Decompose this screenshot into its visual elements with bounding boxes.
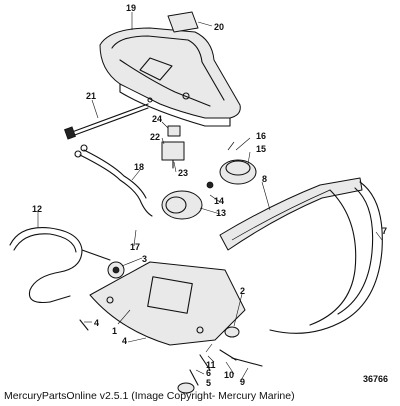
callout-19: 19 bbox=[126, 3, 136, 13]
leader-lines bbox=[37, 12, 383, 383]
callout-24: 24 bbox=[152, 114, 162, 124]
source-caption: MercuryPartsOnline v2.5.1 (Image Copyrig… bbox=[4, 390, 295, 402]
pulley bbox=[107, 261, 125, 279]
callout-10: 10 bbox=[224, 370, 234, 380]
coupler-knob bbox=[219, 141, 257, 185]
washer bbox=[224, 326, 240, 338]
callout-20: 20 bbox=[214, 22, 224, 32]
mounting-bracket bbox=[89, 261, 246, 346]
callout-labels: 19 20 21 24 22 23 16 15 18 14 13 8 7 12 … bbox=[32, 3, 387, 388]
callout-17: 17 bbox=[130, 242, 140, 252]
callout-11: 11 bbox=[206, 360, 216, 370]
callout-4-left: 4 bbox=[94, 318, 99, 328]
callout-4-lower: 4 bbox=[122, 336, 127, 346]
top-cover-housing bbox=[99, 27, 241, 127]
callout-5: 5 bbox=[206, 378, 211, 388]
callout-13: 13 bbox=[216, 208, 226, 218]
callout-9: 9 bbox=[240, 377, 245, 387]
coil-cable-left bbox=[9, 227, 111, 304]
callout-1: 1 bbox=[112, 326, 117, 336]
callout-16: 16 bbox=[256, 131, 266, 141]
callout-18: 18 bbox=[134, 162, 144, 172]
wiring-harness bbox=[74, 144, 153, 217]
callout-23: 23 bbox=[178, 168, 188, 178]
cover-plate bbox=[167, 11, 199, 33]
callout-15: 15 bbox=[256, 144, 266, 154]
callout-21: 21 bbox=[86, 91, 96, 101]
fasteners bbox=[79, 319, 263, 394]
cable-bundle bbox=[219, 177, 383, 334]
callout-22: 22 bbox=[150, 132, 160, 142]
long-bolt bbox=[64, 103, 149, 140]
figure-number: 36766 bbox=[362, 374, 388, 384]
callout-12: 12 bbox=[32, 204, 42, 214]
control-unit bbox=[161, 181, 214, 220]
callout-3: 3 bbox=[142, 254, 147, 264]
callout-2: 2 bbox=[240, 286, 245, 296]
switch-assembly bbox=[161, 125, 185, 169]
callout-6: 6 bbox=[206, 368, 211, 378]
callout-8: 8 bbox=[262, 174, 267, 184]
callout-7: 7 bbox=[382, 226, 387, 236]
callout-14: 14 bbox=[214, 196, 224, 206]
